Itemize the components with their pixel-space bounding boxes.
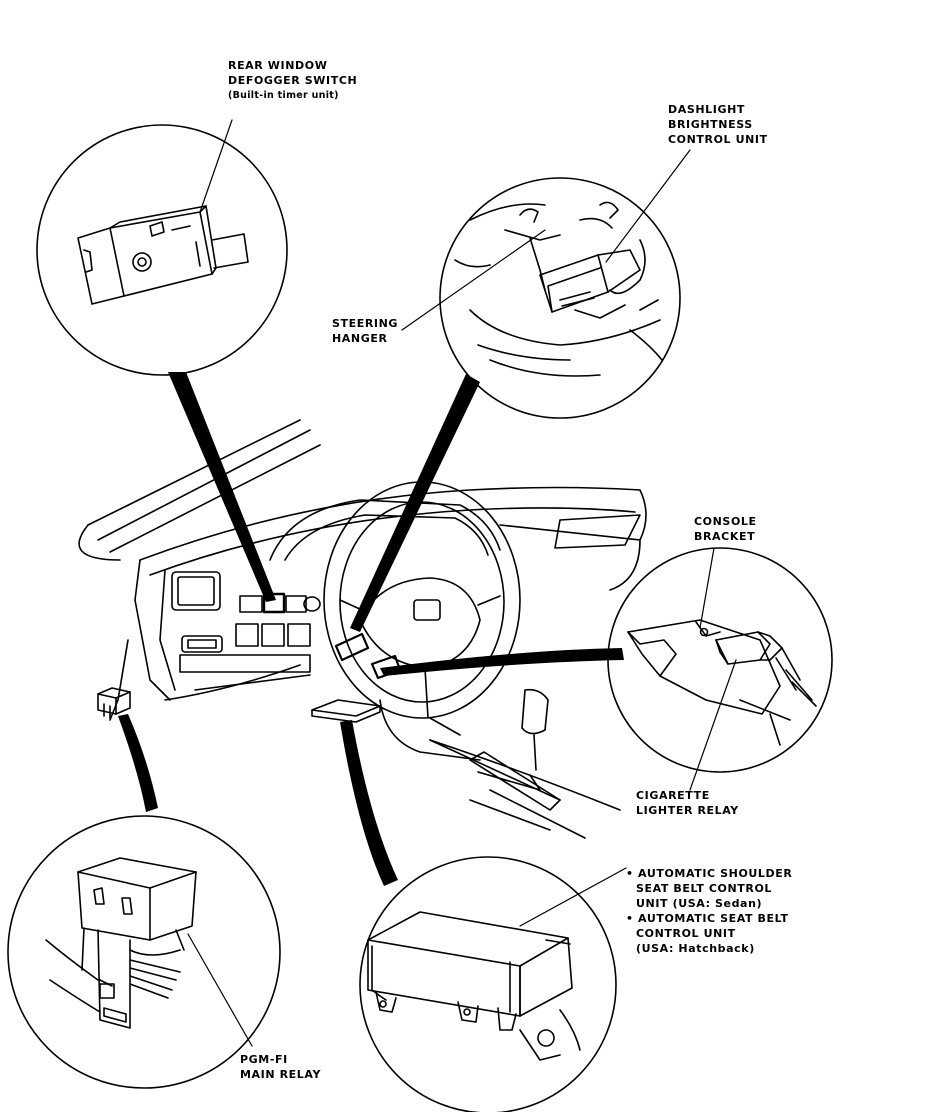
label-line: SEAT BELT CONTROL: [636, 882, 773, 895]
label-console-bracket: CONSOLE BRACKET: [694, 514, 757, 544]
label-line: • AUTOMATIC SEAT BELT: [626, 912, 789, 925]
label-line: MAIN RELAY: [240, 1068, 322, 1081]
label-line: DASHLIGHT: [668, 103, 746, 116]
dashboard-illustration: [78, 419, 647, 839]
label-line: PGM-FI: [240, 1053, 288, 1066]
seatbelt-unit-detail: [359, 856, 627, 1112]
label-line: CONSOLE: [694, 515, 757, 528]
label-dashlight-brightness-control-unit: DASHLIGHT BRIGHTNESS CONTROL UNIT: [668, 102, 768, 147]
label-line: STEERING: [332, 317, 399, 330]
label-line: (USA: Hatchback): [636, 942, 755, 955]
console-relay-detail: [607, 547, 833, 791]
label-line: (Built-in timer unit): [228, 90, 339, 101]
label-line: DEFOGGER SWITCH: [228, 74, 358, 87]
label-line: UNIT (USA: Sedan): [636, 897, 763, 910]
label-line: BRACKET: [694, 530, 756, 543]
label-steering-hanger: STEERING HANGER: [332, 316, 398, 346]
defogger-switch-detail: [36, 119, 288, 376]
label-line: LIGHTER RELAY: [636, 804, 739, 817]
label-line: • AUTOMATIC SHOULDER: [626, 867, 793, 880]
label-cigarette-lighter-relay: CIGARETTE LIGHTER RELAY: [636, 788, 739, 818]
callout-connectors: [118, 372, 624, 886]
label-seat-belt-control-unit: • AUTOMATIC SHOULDER SEAT BELT CONTROL U…: [626, 866, 792, 956]
label-line: BRIGHTNESS: [668, 118, 753, 131]
label-line: CONTROL UNIT: [636, 927, 736, 940]
label-pgm-fi-main-relay: PGM-FI MAIN RELAY: [240, 1052, 321, 1082]
label-line: HANGER: [332, 332, 388, 345]
label-rear-window-defogger-switch: REAR WINDOW DEFOGGER SWITCH (Built-in ti…: [228, 58, 357, 103]
label-line: REAR WINDOW: [228, 59, 328, 72]
dashlight-hanger-detail: [401, 149, 691, 419]
label-line: CIGARETTE: [636, 789, 710, 802]
pgmfi-relay-detail: [7, 815, 281, 1089]
label-line: CONTROL UNIT: [668, 133, 768, 146]
